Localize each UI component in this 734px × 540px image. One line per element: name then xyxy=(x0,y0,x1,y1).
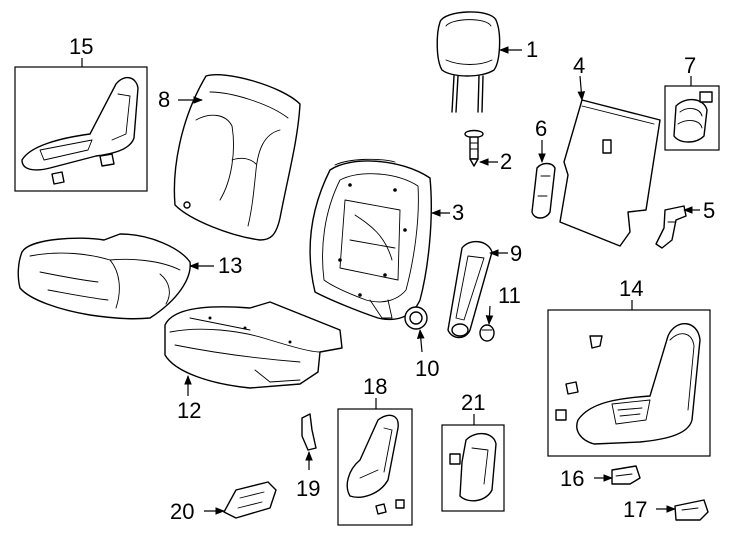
part-19-small-bracket[interactable] xyxy=(301,413,317,451)
part-14-box xyxy=(547,309,711,457)
callout-1: 1 xyxy=(526,37,538,62)
callout-18: 18 xyxy=(363,374,387,399)
leader-11 xyxy=(485,305,494,325)
part-7-box xyxy=(664,85,720,151)
part-18-box xyxy=(337,408,413,526)
part-13-cushion-cover[interactable] xyxy=(17,233,191,320)
part-16-small-cover[interactable] xyxy=(611,465,641,485)
part-3-seatback-frame[interactable] xyxy=(309,158,432,321)
callout-12: 12 xyxy=(177,398,201,423)
part-15-side-shield[interactable] xyxy=(21,77,139,185)
part-14-side-trim[interactable] xyxy=(555,323,701,445)
part-8-seatback-cover[interactable] xyxy=(173,74,301,241)
callout-5: 5 xyxy=(703,198,715,223)
callout-17: 17 xyxy=(623,497,647,522)
part-11-plug[interactable] xyxy=(479,324,495,342)
callout-16: 16 xyxy=(560,466,584,491)
callout-14: 14 xyxy=(619,276,643,301)
callout-20: 20 xyxy=(170,499,194,524)
callout-9: 9 xyxy=(510,241,522,266)
callout-21: 21 xyxy=(461,390,485,415)
part-5-clip[interactable] xyxy=(655,205,687,249)
callout-19: 19 xyxy=(296,476,320,501)
part-21-box xyxy=(441,424,505,512)
leader-10 xyxy=(416,329,425,353)
part-1-headrest[interactable] xyxy=(436,11,501,113)
part-12-cushion-frame[interactable] xyxy=(164,301,343,389)
callout-8: 8 xyxy=(158,87,170,112)
part-18-inner-shield[interactable] xyxy=(346,414,405,515)
callout-11: 11 xyxy=(498,283,521,308)
part-20-lower-trim[interactable] xyxy=(223,481,277,519)
callout-15: 15 xyxy=(69,34,93,59)
callout-10: 10 xyxy=(415,356,439,381)
part-7-latch-cover[interactable] xyxy=(673,91,713,143)
callout-13: 13 xyxy=(218,253,242,278)
callout-7: 7 xyxy=(684,53,696,78)
part-6-bracket[interactable] xyxy=(531,162,556,219)
part-4-back-panel[interactable] xyxy=(559,99,661,247)
part-15-box xyxy=(14,66,148,192)
callout-3: 3 xyxy=(452,200,464,225)
part-10-armrest-cap[interactable] xyxy=(404,306,428,330)
leader-4 xyxy=(577,75,586,101)
part-17-end-cap[interactable] xyxy=(674,499,709,521)
callout-2: 2 xyxy=(500,149,512,174)
callout-4: 4 xyxy=(573,53,585,78)
part-2-headrest-guide[interactable] xyxy=(464,129,484,167)
part-21-cover[interactable] xyxy=(449,433,497,502)
part-9-armrest[interactable] xyxy=(447,241,493,339)
callout-6: 6 xyxy=(535,116,547,141)
